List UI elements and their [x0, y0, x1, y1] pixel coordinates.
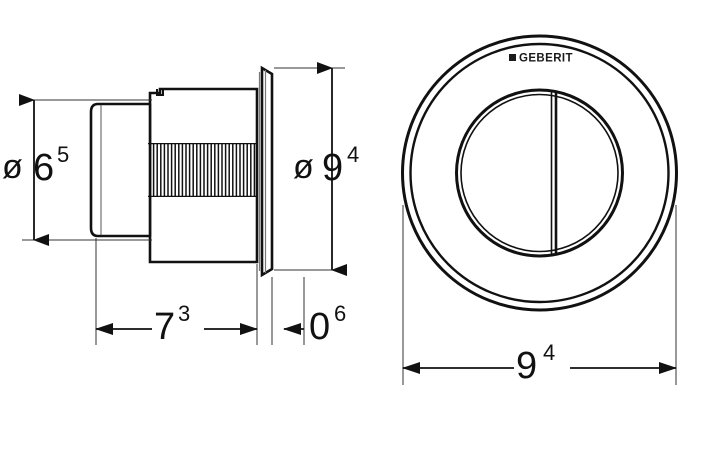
dim-value-06: 0	[309, 306, 330, 348]
mounting-flange	[260, 65, 274, 278]
dim-superscript-94-front: 4	[543, 340, 555, 365]
brand-lockup: GEBERIT	[509, 53, 573, 65]
thread-hatching	[148, 143, 258, 197]
dim-label-depth-73: 7 3	[152, 300, 204, 348]
dual-flush-button-inner-edge	[460, 93, 619, 253]
dim-superscript-06: 6	[334, 301, 346, 326]
label-backing-73	[152, 300, 204, 340]
dim-value-73: 7	[154, 306, 175, 348]
dim-superscript-94-side: 4	[347, 142, 359, 167]
dim-superscript-73: 3	[178, 301, 190, 326]
dim-label-diameter-94-side: ø 9 4	[293, 142, 359, 189]
top-step-notch	[156, 89, 164, 96]
dim-value-94-side: 9	[322, 147, 343, 189]
dim-superscript-65: 5	[57, 142, 69, 167]
end-cap-outline	[89, 102, 152, 238]
front-view: GEBERIT 9 4	[401, 34, 678, 387]
label-backing-94-front	[514, 338, 570, 378]
phi-symbol-94: ø	[293, 148, 314, 186]
dim-label-width-94-front: 9 4	[514, 338, 570, 387]
dim-value-94-front: 9	[516, 345, 537, 387]
side-section-view: ø 6 5 ø 9 4	[2, 62, 359, 348]
phi-symbol-65: ø	[2, 148, 23, 186]
geberit-square-mark-icon	[509, 54, 516, 61]
dim-label-diameter-65: ø 6 5	[2, 142, 69, 189]
dim-label-thickness-06: 0 6	[309, 301, 346, 348]
dim-value-65: 6	[33, 147, 54, 189]
geberit-wordmark: GEBERIT	[519, 53, 573, 65]
